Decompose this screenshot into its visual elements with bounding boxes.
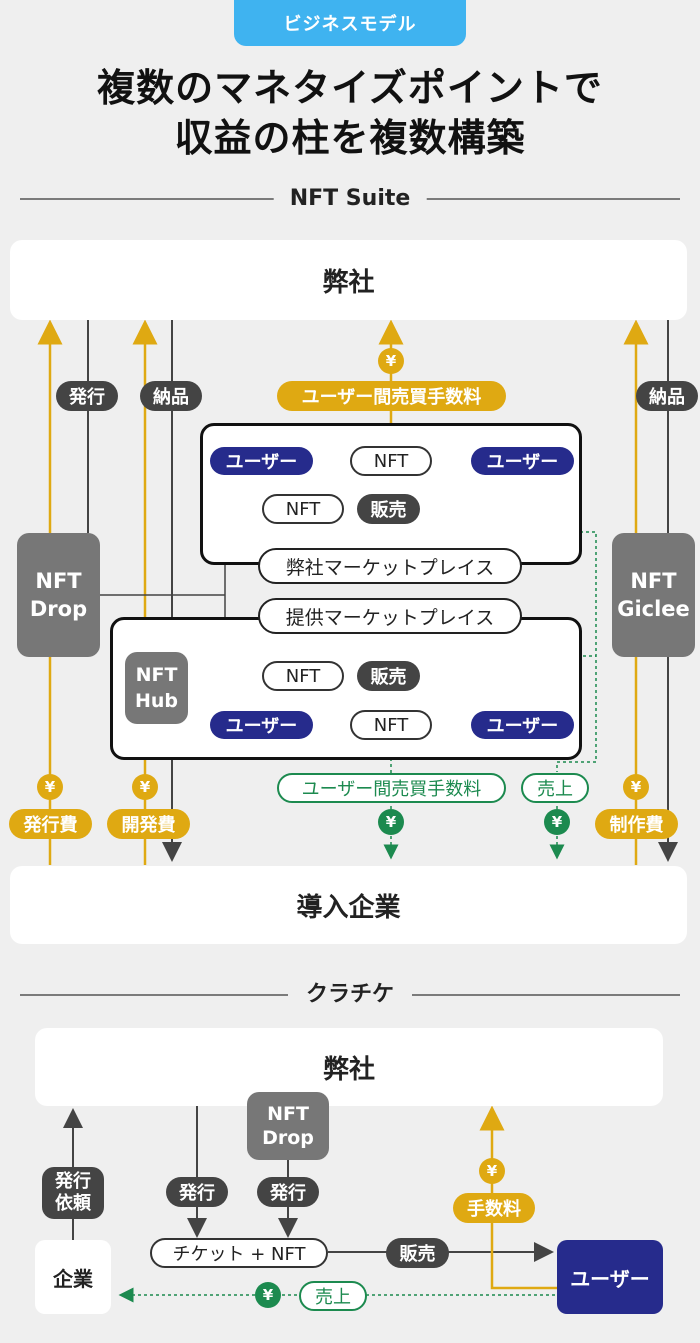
yen-coin-icon: ¥ xyxy=(255,1282,281,1308)
nft-hub-box: NFT Hub xyxy=(125,652,188,724)
client-company-box: 導入企業 xyxy=(10,866,687,944)
kurachike-user-box: ユーザー xyxy=(557,1240,663,1314)
own-mp-nft: NFT xyxy=(350,446,432,476)
provided-marketplace-label: 提供マーケットプレイス xyxy=(258,598,522,634)
kurachike-revenue-label: 売上 xyxy=(299,1281,367,1311)
issue-request-label: 発行 依頼 xyxy=(42,1167,104,1219)
kurachike-company-box: 企業 xyxy=(35,1240,111,1314)
kurachike-nft-drop-box: NFT Drop xyxy=(247,1092,329,1160)
delivery-label-left: 納品 xyxy=(140,381,202,411)
user-trade-fee-label-top: ユーザー間売買手数料 xyxy=(277,381,506,411)
dev-fee-label: 開発費 xyxy=(107,809,190,839)
section-title-kurachike: クラチケ xyxy=(289,980,411,1010)
sales-label: 売上 xyxy=(521,773,589,803)
page-title-line1: 複数のマネタイズポイントで xyxy=(97,66,603,110)
own-marketplace-label: 弊社マーケットプレイス xyxy=(258,548,522,584)
nft-giclee-box: NFT Giclee xyxy=(612,533,695,657)
own-mp-user-right: ユーザー xyxy=(471,447,574,475)
kurachike-company-top-box: 弊社 xyxy=(35,1028,663,1106)
provided-mp-sale-nft: NFT xyxy=(262,661,344,691)
company-top-box: 弊社 xyxy=(10,240,687,320)
ticket-nft-label: チケット + NFT xyxy=(150,1238,328,1268)
kurachike-issue-label-1: 発行 xyxy=(166,1177,228,1207)
yen-coin-icon: ¥ xyxy=(37,774,63,800)
kurachike-issue-label-2: 発行 xyxy=(257,1177,319,1207)
provided-mp-user-right: ユーザー xyxy=(471,711,574,739)
user-trade-fee-label-bottom: ユーザー間売買手数料 xyxy=(277,773,506,803)
yen-coin-icon: ¥ xyxy=(132,774,158,800)
own-mp-sale-label: 販売 xyxy=(357,494,420,524)
provided-mp-user-left: ユーザー xyxy=(210,711,313,739)
issue-fee-label: 発行費 xyxy=(9,809,92,839)
provided-mp-nft: NFT xyxy=(350,710,432,740)
page-title-line2: 収益の柱を複数構築 xyxy=(174,116,526,160)
own-mp-user-left: ユーザー xyxy=(210,447,313,475)
category-tag: ビジネスモデル xyxy=(234,0,466,46)
kurachike-sale-label: 販売 xyxy=(386,1238,449,1268)
yen-coin-icon: ¥ xyxy=(378,348,404,374)
yen-coin-icon: ¥ xyxy=(623,774,649,800)
yen-coin-icon: ¥ xyxy=(479,1158,505,1184)
section-title-nft-suite: NFT Suite xyxy=(273,184,427,214)
issue-label: 発行 xyxy=(56,381,118,411)
production-fee-label: 制作費 xyxy=(595,809,678,839)
fee-label: 手数料 xyxy=(453,1193,535,1223)
delivery-label-right: 納品 xyxy=(636,381,698,411)
yen-coin-icon: ¥ xyxy=(544,809,570,835)
yen-coin-icon: ¥ xyxy=(378,809,404,835)
nft-drop-box: NFT Drop xyxy=(17,533,100,657)
own-mp-sale-nft: NFT xyxy=(262,494,344,524)
provided-mp-sale-label: 販売 xyxy=(357,661,420,691)
